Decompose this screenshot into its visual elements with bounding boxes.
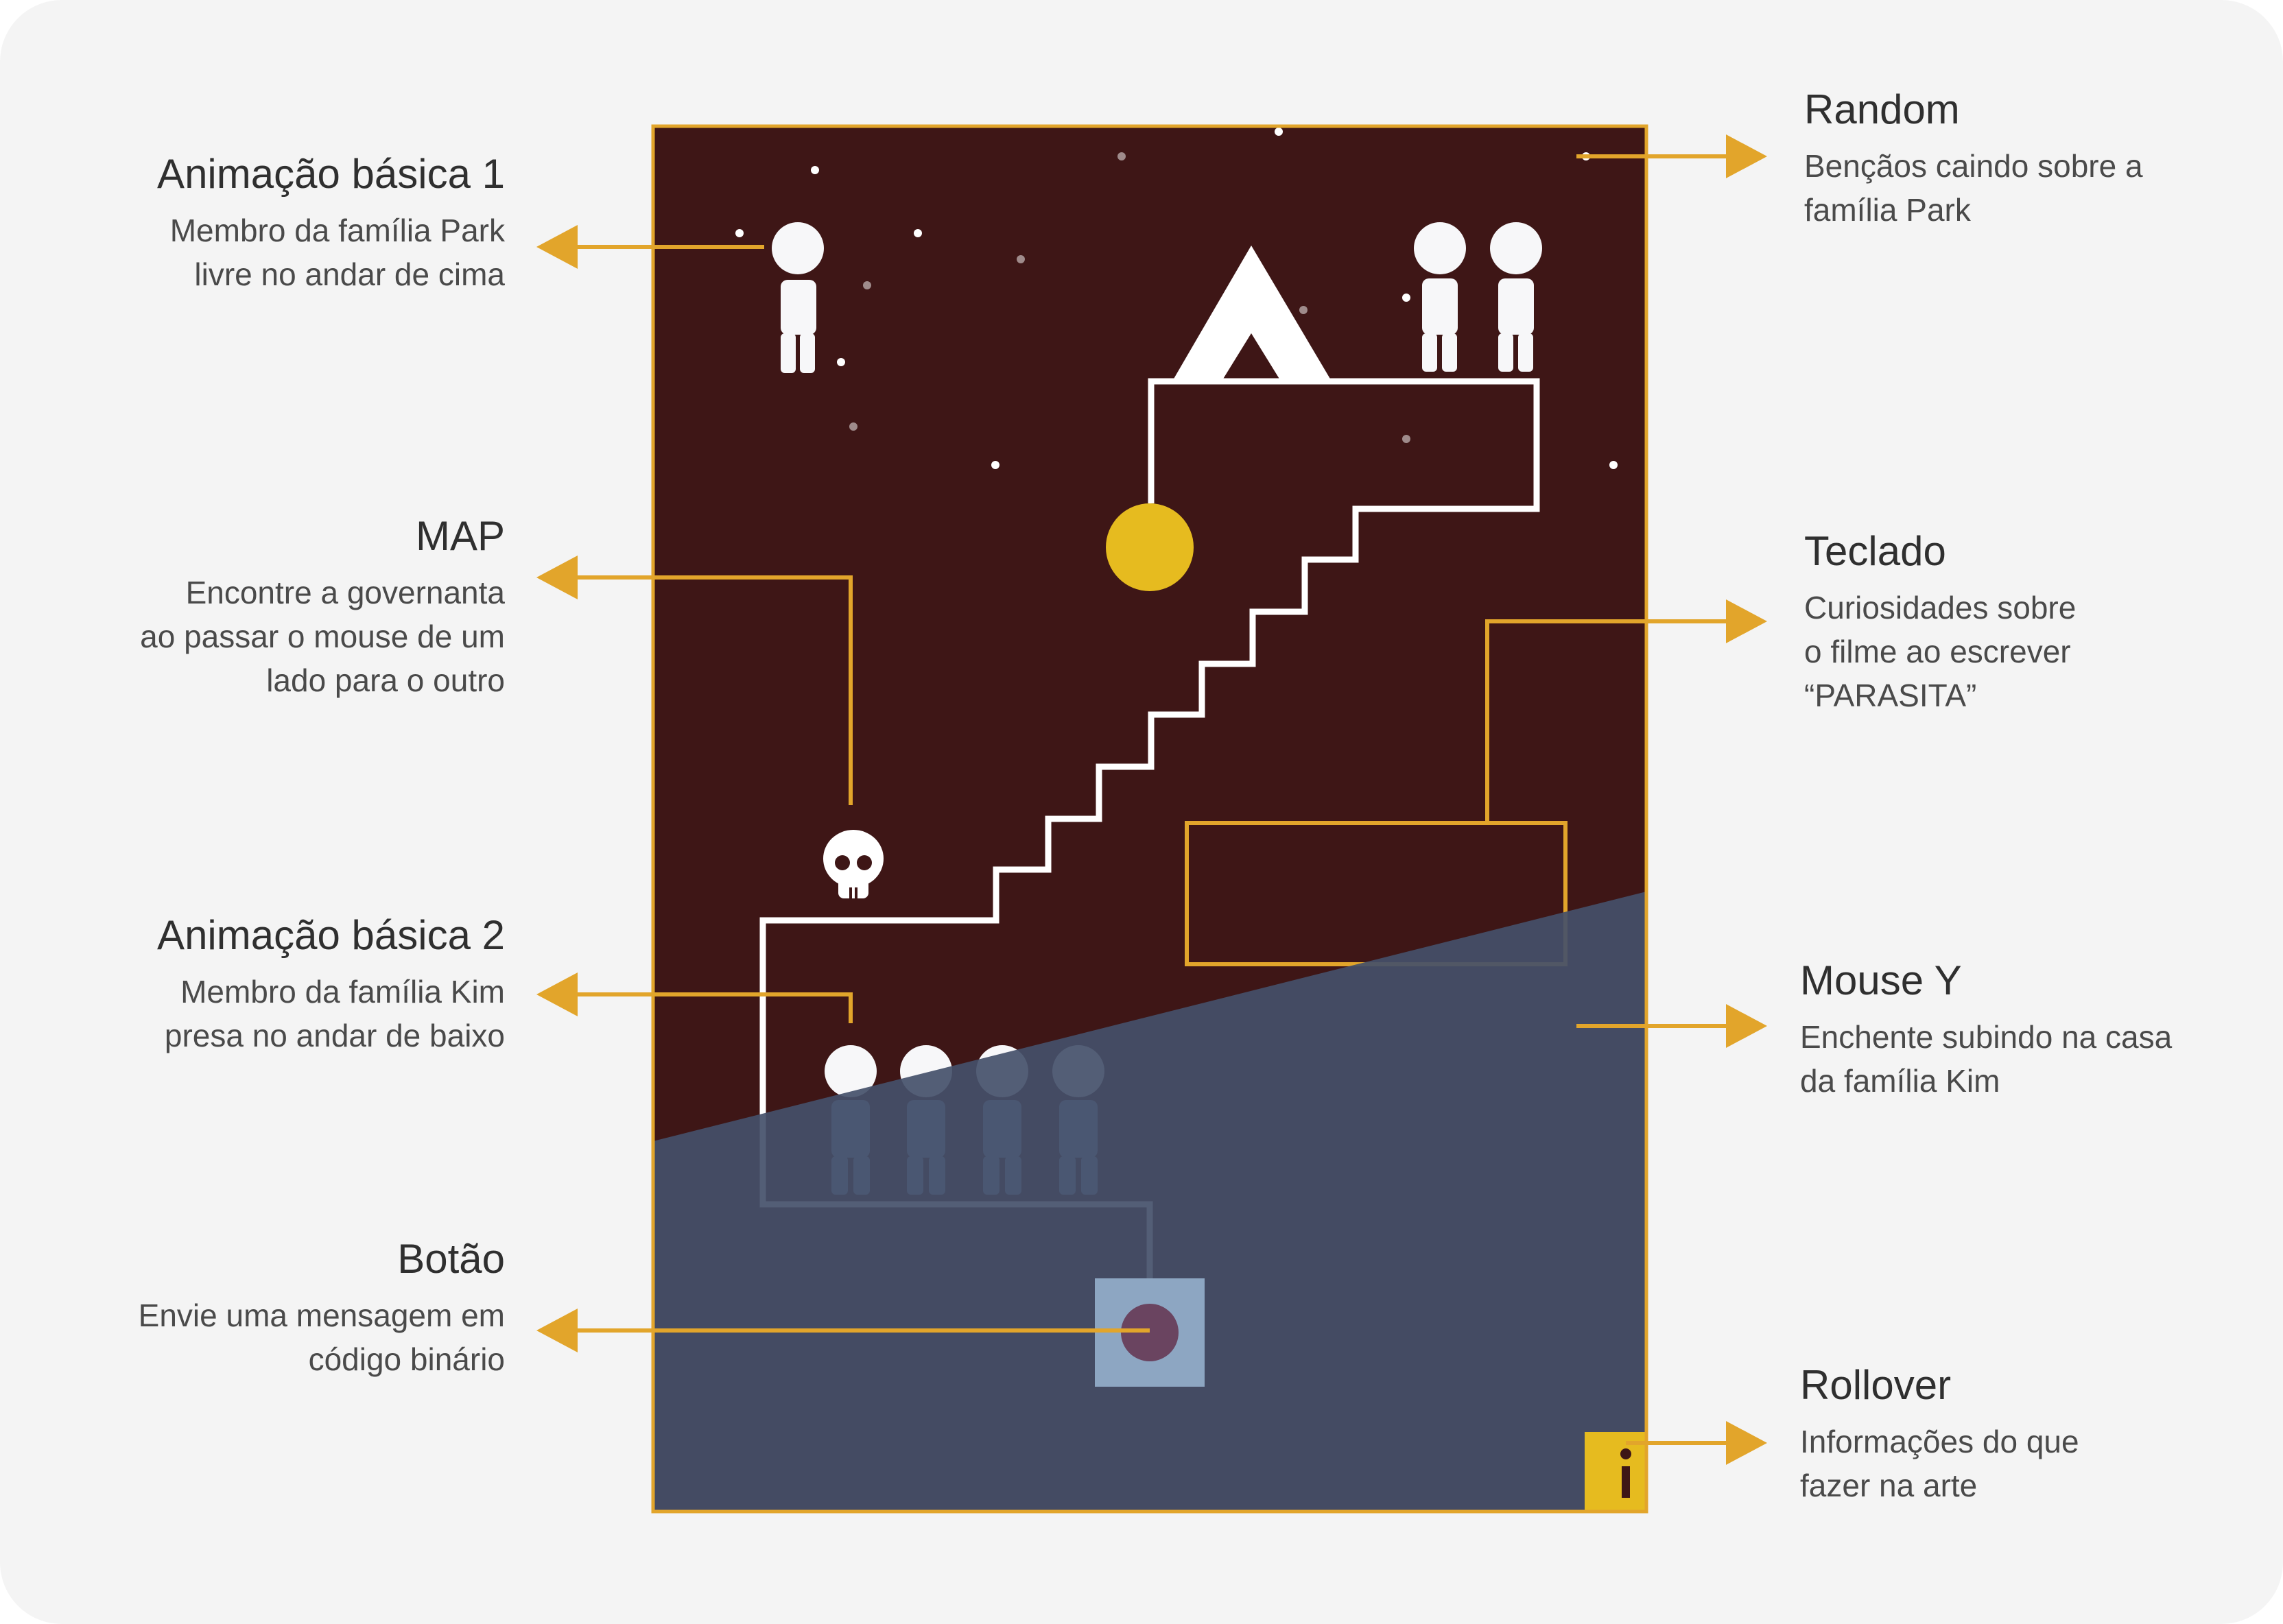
skull-icon [823, 830, 884, 898]
upper-path-stairs [759, 378, 1540, 1280]
arrow-left-icon [536, 1309, 578, 1352]
park-family-pair [1414, 222, 1542, 372]
flood-overlay [653, 892, 1646, 1512]
arrowheads [536, 134, 1767, 1465]
annotation-rollover: Rollover Informações do que fazer na art… [1800, 1361, 2253, 1507]
annotation-title: Rollover [1800, 1362, 1952, 1408]
annotation-description: Envie uma mensagem em código binário [138, 1298, 505, 1377]
annotation-title: Botão [397, 1236, 505, 1282]
annotation-description: Membro da família Kim presa no andar de … [164, 974, 505, 1053]
annotation-teclado: Teclado Curiosidades sobre o filme ao es… [1804, 527, 2257, 717]
annotation-map: MAP Encontre a governanta ao passar o mo… [0, 512, 505, 702]
annotation-title: Teclado [1804, 528, 1946, 574]
annotation-animacao-basica-2: Animação básica 2 Membro da família Kim … [0, 911, 505, 1058]
arrow-left-icon [536, 556, 578, 599]
connector-lines [563, 154, 1736, 1445]
arrow-right-icon [1726, 1004, 1767, 1048]
annotation-description: Curiosidades sobre o filme ao escrever “… [1804, 590, 2077, 713]
annotation-mouse-y: Mouse Y Enchente subindo na casa da famí… [1800, 956, 2267, 1103]
annotation-title: Animação básica 2 [157, 912, 505, 958]
artwork-frame [651, 124, 1648, 1514]
arrow-right-icon [1726, 1421, 1767, 1465]
annotation-description: Encontre a governanta ao passar o mouse … [140, 575, 505, 698]
sun [1106, 503, 1194, 591]
park-family-member [772, 222, 824, 373]
annotation-description: Bençãos caindo sobre a família Park [1804, 148, 2143, 228]
annotation-title: MAP [415, 513, 505, 559]
annotation-botao: Botão Envie uma mensagem em código binár… [0, 1234, 505, 1381]
annotation-animacao-basica-1: Animação básica 1 Membro da família Park… [0, 150, 505, 296]
tent-icon [1173, 246, 1331, 380]
arrow-right-icon [1726, 599, 1767, 643]
annotation-description: Informações do que fazer na arte [1800, 1424, 2079, 1503]
annotation-title: Animação básica 1 [157, 151, 505, 197]
arrow-right-icon [1726, 134, 1767, 178]
annotation-description: Membro da família Park livre no andar de… [169, 213, 505, 292]
annotation-description: Enchente subindo na casa da família Kim [1800, 1019, 2173, 1099]
annotation-title: Random [1804, 86, 1960, 132]
annotation-title: Mouse Y [1800, 957, 1962, 1003]
annotation-random: Random Bençãos caindo sobre a família Pa… [1804, 85, 2257, 232]
arrow-left-icon [536, 972, 578, 1016]
arrow-left-icon [536, 225, 578, 269]
